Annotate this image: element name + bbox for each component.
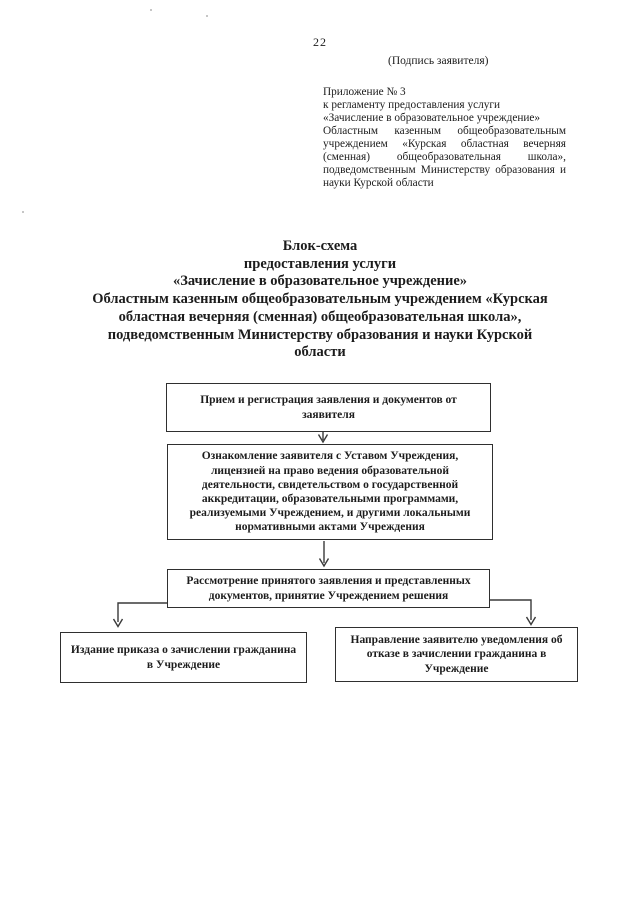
appendix-line: подведомственным Министерству образовани… <box>323 164 566 176</box>
title-line: «Зачисление в образовательное учреждение… <box>172 273 468 290</box>
title-line: Блок-схема <box>282 238 358 254</box>
title-line: Областным казенным общеобразовательным у… <box>92 291 548 308</box>
appendix-line: (сменная) общеобразовательная школа», <box>323 151 566 163</box>
flow-box-review-decision: Рассмотрение принятого заявления и предс… <box>167 569 490 608</box>
appendix-line: Областным казенным общеобразовательным <box>323 125 566 137</box>
arrowhead-icon <box>525 616 537 626</box>
appendix-line: науки Курской области <box>323 177 434 189</box>
title-line: областная вечерняя (сменная) общеобразов… <box>118 308 522 325</box>
flow-box-text: Рассмотрение принятого заявления и предс… <box>186 575 471 602</box>
flow-box-text: Прием и регистрация заявления и документ… <box>200 394 457 421</box>
arrowhead-icon <box>112 618 124 628</box>
appendix-line: «Зачисление в образовательное учреждение… <box>323 112 541 124</box>
arrowhead-icon <box>317 434 329 444</box>
flow-box-text: Издание приказа о зачислении гражданина … <box>70 644 297 671</box>
flow-box-enrollment-order: Издание приказа о зачислении гражданина … <box>60 632 307 683</box>
scan-speckle <box>22 211 24 213</box>
title-line: области <box>294 344 346 361</box>
arrow-branch-left <box>117 602 167 622</box>
arrowhead-icon <box>318 558 330 568</box>
title-line: предоставления услуги <box>243 255 397 272</box>
flow-box-text: Ознакомление заявителя с Уставом Учрежде… <box>189 450 471 534</box>
appendix-line: учреждением «Курская областная вечерняя <box>323 138 566 150</box>
flow-box-text: Направление заявителю уведомления об отк… <box>350 634 563 675</box>
flow-box-refusal-notice: Направление заявителю уведомления об отк… <box>335 627 578 682</box>
arrow-branch-right <box>490 599 532 620</box>
scan-speckle <box>150 9 152 11</box>
document-title: Блок-схема предоставления услуги «Зачисл… <box>40 238 600 362</box>
appendix-line: Приложение № 3 <box>323 86 406 98</box>
flow-box-familiarization: Ознакомление заявителя с Уставом Учрежде… <box>167 444 493 540</box>
flow-box-reception: Прием и регистрация заявления и документ… <box>166 383 491 432</box>
appendix-block: Приложение № 3 к регламенту предоставлен… <box>323 86 566 190</box>
title-line: подведомственным Министерству образовани… <box>107 326 533 343</box>
appendix-line: к регламенту предоставления услуги <box>323 99 501 111</box>
scan-speckle <box>206 15 208 17</box>
page-number: 22 <box>313 35 327 49</box>
signature-caption: (Подпись заявителя) <box>388 55 489 67</box>
